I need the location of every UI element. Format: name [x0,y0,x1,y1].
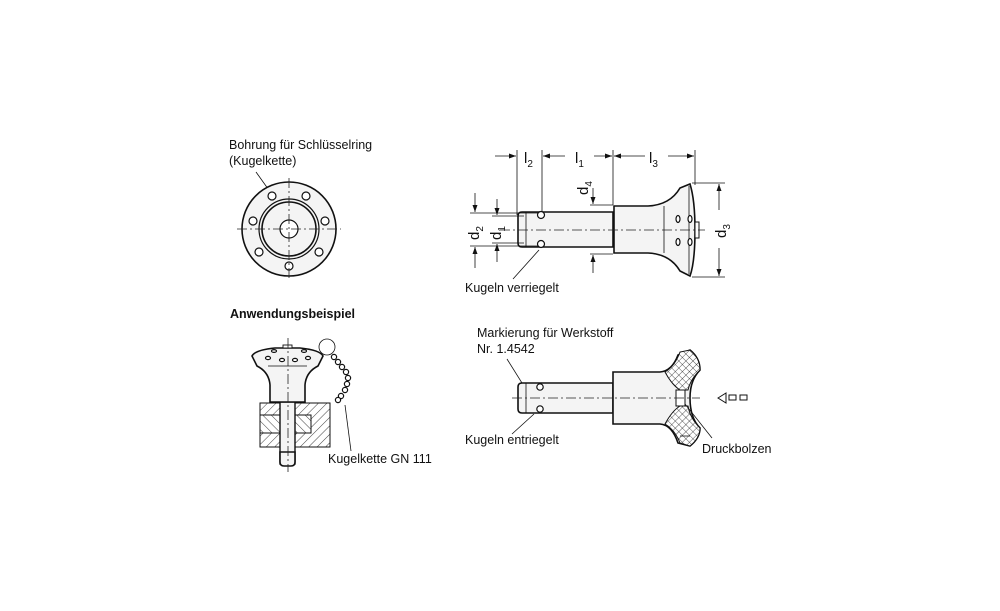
callout-marking-line2: Nr. 1.4542 [477,342,535,356]
callout-balls-locked: Kugeln verriegelt [465,281,559,295]
application-title: Anwendungsbeispiel [230,307,355,321]
front-callout-line2: (Kugelkette) [229,154,296,168]
callout-pressure-pin: Druckbolzen [702,442,772,456]
front-callout-line1: Bohrung für Schlüsselring [229,138,372,152]
dim-l2: l2 [524,150,533,170]
dim-l1: l1 [575,150,584,170]
application-example: Anwendungsbeispiel Kuge [230,307,432,472]
section-view: Markierung für Werkstoff Nr. 1.4542 Kuge… [465,326,772,456]
keyring-holes [248,191,330,271]
front-view: Bohrung für Schlüsselring (Kugelkette) [229,138,372,281]
push-direction-arrow-icon [717,392,748,404]
callout-balls-unlocked: Kugeln entriegelt [465,433,559,447]
callout-ball-chain: Kugelkette GN 111 [328,452,432,466]
side-view: l2 l1 l3 d3 d4 [465,150,733,295]
dim-d1: d1 [488,226,508,240]
dim-d4: d4 [575,181,595,195]
ball-chain [330,353,352,404]
callout-marking-line1: Markierung für Werkstoff [477,326,614,340]
dim-d3: d3 [713,224,733,238]
dim-d2: d2 [466,226,486,240]
dim-l3: l3 [649,150,658,170]
